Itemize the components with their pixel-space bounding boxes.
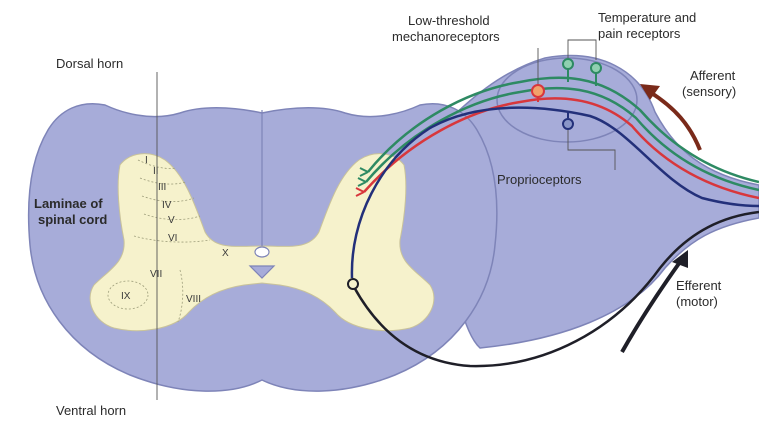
lamina-label-vii: VII — [150, 269, 162, 280]
dorsal-horn-label: Dorsal horn — [56, 56, 123, 71]
pain-receptor-soma — [591, 63, 601, 73]
efferent-label-line2: (motor) — [676, 294, 718, 309]
mechanoreceptor-soma — [532, 85, 544, 97]
proprioceptor-soma — [563, 119, 573, 129]
lamina-label-iii: III — [158, 182, 166, 193]
lamina-label-v: V — [168, 215, 175, 226]
lamina-label-ix: IX — [121, 291, 131, 302]
temperature-receptor-soma — [563, 59, 573, 69]
afferent-label-line2: (sensory) — [682, 84, 736, 99]
motor-neuron-soma — [348, 279, 358, 289]
lamina-label-ii: II — [153, 166, 159, 177]
lamina-label-vi: VI — [168, 233, 177, 244]
efferent-label-line1: Efferent — [676, 278, 722, 293]
low-threshold-label-line2: mechanoreceptors — [392, 29, 500, 44]
temp-pain-label-line1: Temperature and — [598, 10, 696, 25]
temp-pain-label-line2: pain receptors — [598, 26, 681, 41]
lamina-label-viii: VIII — [186, 294, 201, 305]
lamina-label-iv: IV — [162, 200, 172, 211]
proprioceptors-label: Proprioceptors — [497, 172, 582, 187]
lamina-label-i: I — [145, 155, 148, 166]
afferent-label-line1: Afferent — [690, 68, 736, 83]
laminae-label-line1: Laminae of — [34, 196, 103, 211]
low-threshold-label-line1: Low-threshold — [408, 13, 490, 28]
lamina-label-x: X — [222, 248, 229, 259]
central-canal — [255, 247, 269, 257]
ventral-horn-label: Ventral horn — [56, 403, 126, 418]
laminae-label-line2: spinal cord — [38, 212, 107, 227]
